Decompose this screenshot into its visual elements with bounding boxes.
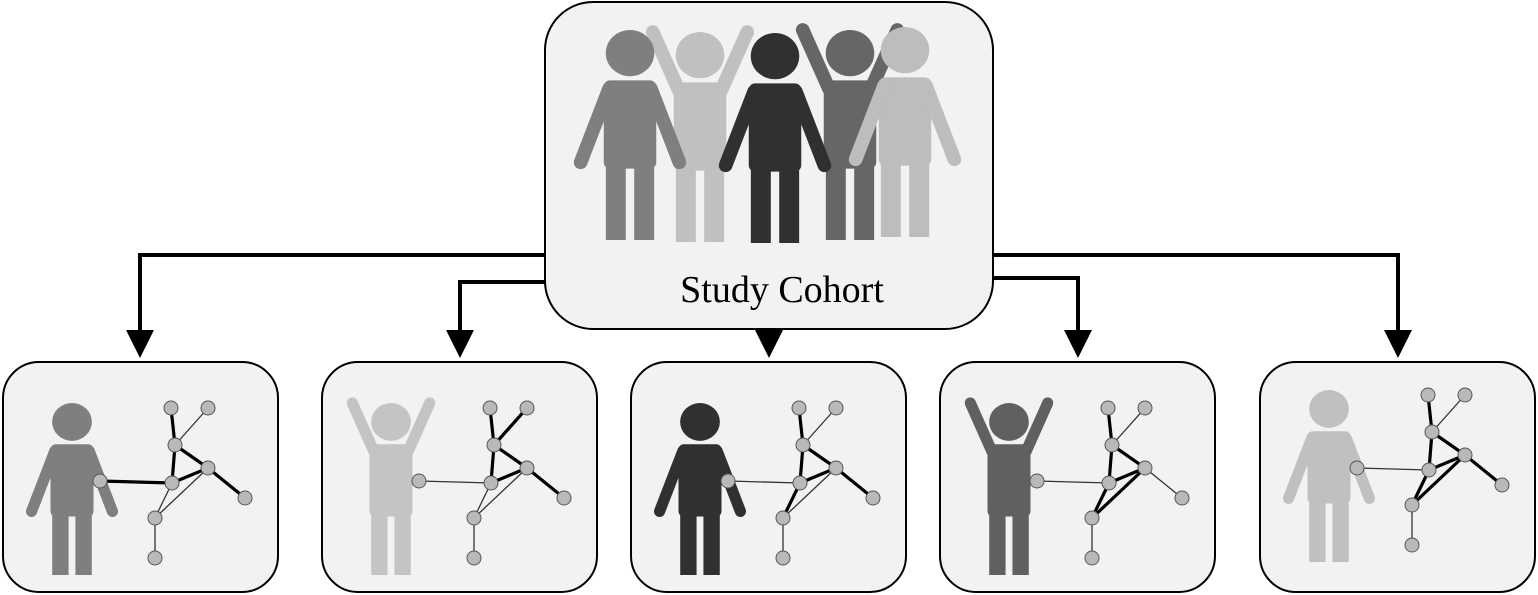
network-node — [92, 473, 108, 489]
network-node — [791, 400, 807, 416]
cohort-people-group — [573, 23, 962, 243]
network-node — [1101, 475, 1117, 491]
network-edge — [99, 479, 173, 485]
subject-box-4 — [939, 361, 1216, 593]
network-edge — [174, 407, 209, 446]
network-edge — [492, 406, 529, 447]
network-node — [828, 400, 844, 416]
subject-box-1 — [2, 361, 279, 593]
network-edge — [525, 466, 566, 500]
network-node — [466, 510, 482, 526]
network-edge — [1144, 467, 1183, 499]
network-edge — [206, 466, 247, 500]
study-cohort-box: Study Cohort — [544, 1, 994, 330]
network-node — [1029, 473, 1045, 489]
network-node — [795, 437, 811, 453]
network-edge — [1090, 466, 1147, 520]
cohort-person-3 — [718, 33, 832, 243]
network-node — [1137, 400, 1153, 416]
network-node — [828, 460, 844, 476]
network-node — [1420, 387, 1436, 403]
network-edge — [473, 467, 528, 519]
cohort-person-2 — [645, 25, 755, 242]
network-node — [1349, 460, 1365, 476]
network-node — [775, 550, 791, 566]
network-node — [164, 475, 180, 491]
subject-box-3 — [630, 361, 907, 593]
subject-network-4 — [1029, 400, 1190, 566]
subject-box-2 — [321, 361, 598, 593]
network-node — [486, 437, 502, 453]
arrow-to-subject-2 — [446, 280, 548, 358]
network-node — [1404, 537, 1420, 553]
arrow-to-subject-5 — [990, 253, 1412, 358]
subject-person-2 — [346, 397, 436, 575]
network-node — [1424, 424, 1440, 440]
network-node — [1100, 400, 1116, 416]
network-node — [1084, 550, 1100, 566]
network-edge — [1356, 467, 1430, 471]
network-node — [483, 475, 499, 491]
network-edge — [418, 480, 492, 484]
network-node — [200, 400, 216, 416]
network-edge — [1036, 480, 1110, 484]
subject-boxes — [2, 361, 1536, 593]
network-edge — [1410, 453, 1467, 507]
network-node — [556, 490, 572, 506]
connectors — [126, 253, 1412, 358]
subject-network-3 — [720, 400, 881, 566]
network-node — [411, 473, 427, 489]
network-edge — [802, 407, 837, 446]
network-node — [519, 460, 535, 476]
subject-network-2 — [411, 400, 572, 566]
network-edge — [834, 466, 875, 500]
network-node — [1174, 490, 1190, 506]
network-node — [720, 473, 736, 489]
network-node — [147, 550, 163, 566]
network-edge — [154, 467, 209, 519]
network-node — [167, 437, 183, 453]
network-node — [1457, 447, 1473, 463]
subject-person-4 — [964, 397, 1054, 575]
network-node — [775, 510, 791, 526]
network-node — [1494, 477, 1510, 493]
network-node — [200, 460, 216, 476]
network-node — [1457, 387, 1473, 403]
network-node — [865, 490, 881, 506]
arrow-to-subject-1 — [126, 253, 548, 358]
network-node — [519, 400, 535, 416]
subject-person-1 — [25, 403, 119, 575]
network-edge — [1111, 407, 1146, 446]
network-node — [147, 510, 163, 526]
network-edge — [1463, 453, 1504, 487]
network-node — [792, 475, 808, 491]
network-node — [466, 550, 482, 566]
network-edge — [727, 480, 801, 484]
subject-network-5 — [1349, 387, 1510, 553]
cohort-label: Study Cohort — [680, 269, 884, 311]
network-node — [1421, 462, 1437, 478]
network-node — [163, 400, 179, 416]
subject-person-3 — [653, 403, 747, 575]
network-node — [1084, 510, 1100, 526]
cohort-person-1 — [573, 29, 687, 240]
network-node — [1404, 497, 1420, 513]
subject-box-5 — [1259, 361, 1536, 593]
network-node — [1104, 437, 1120, 453]
network-edge — [1431, 394, 1466, 433]
arrow-to-subject-4 — [990, 276, 1092, 358]
subject-network-1 — [92, 400, 253, 566]
network-edge — [782, 467, 837, 519]
network-node — [482, 400, 498, 416]
network-node — [1137, 460, 1153, 476]
cohort-person-5 — [848, 26, 962, 237]
network-node — [237, 490, 253, 506]
